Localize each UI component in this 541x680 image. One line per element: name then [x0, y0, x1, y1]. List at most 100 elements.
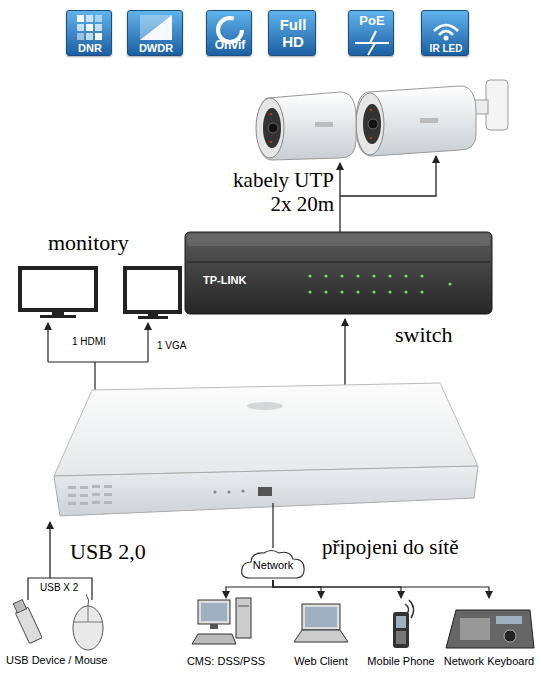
poe-bolt [368, 31, 376, 55]
vent [104, 493, 112, 496]
keyboard-joystick [504, 630, 516, 642]
laptop-base [294, 630, 348, 642]
network-cloud: Network [240, 548, 306, 580]
usb-cable [49, 522, 50, 578]
grid-cell [77, 33, 84, 40]
network-connector [273, 580, 401, 598]
ir-wave [439, 31, 453, 35]
grid-cell [86, 33, 93, 40]
keyboard-keys [460, 618, 490, 640]
device-node: Web Client [288, 598, 354, 672]
ir-dot [444, 36, 449, 41]
vent [68, 502, 76, 505]
camera-hood [256, 98, 284, 158]
feature-icon: Onvif [206, 10, 252, 56]
ir-led [370, 109, 373, 112]
feature-icon: DNR [66, 10, 112, 56]
device-node: CMS: DSS/PSS [186, 598, 266, 672]
switch-body [185, 232, 492, 314]
node-text: Network Keyboard [440, 655, 538, 668]
grid-cell [86, 24, 93, 31]
lan-cable [272, 503, 273, 548]
video-cable [48, 361, 148, 362]
nvr-usb-port [258, 487, 272, 496]
camera-mount-plate [486, 80, 508, 130]
node-text: CMS: DSS/PSS [186, 655, 266, 668]
text-label: kabely UTP 2x 20m [212, 168, 334, 216]
mouse-body [73, 606, 103, 650]
nvr-led [241, 489, 244, 492]
signal-wave [409, 600, 414, 618]
grid-cell [95, 33, 102, 40]
text-label: USB X 2 [40, 582, 90, 594]
laptop-lid [302, 604, 340, 630]
keyboard-body [446, 610, 534, 648]
camera-body [356, 86, 476, 156]
ir-led [270, 113, 273, 116]
camera-logo [315, 122, 333, 127]
led [388, 290, 391, 293]
feature-icon: PoE [348, 10, 394, 56]
network-switch [185, 232, 492, 314]
usb-stick-plug [13, 600, 26, 613]
grid-cell [95, 24, 102, 31]
usb-bracket [28, 578, 92, 600]
monitor-screen [125, 268, 180, 312]
pc-keyboard [192, 634, 236, 644]
keyboard-display [496, 616, 522, 624]
device-node: Network Keyboard [440, 598, 538, 672]
text-label: 1 HDMI [72, 336, 132, 348]
node-text: TP-LINK [203, 274, 273, 287]
vent [80, 494, 88, 497]
bullet-camera [356, 80, 508, 156]
bullet-camera [256, 92, 356, 160]
led [308, 290, 311, 293]
feature-icon: DWDR [127, 10, 183, 56]
node-text: Web Client [288, 655, 354, 668]
utp-cable [339, 163, 340, 232]
mouse-cable [86, 594, 89, 606]
phone-screen [396, 616, 406, 628]
usb-stick [11, 599, 42, 644]
laptop-screen [305, 607, 337, 627]
mouse [73, 594, 103, 650]
nvr-top [54, 383, 478, 476]
lan-cable [344, 319, 345, 392]
node-text: DNR [67, 42, 113, 55]
pc-tower [236, 598, 251, 638]
switch-leds [308, 274, 451, 293]
node-text: IR LED [422, 43, 470, 55]
vent [80, 502, 88, 505]
led [404, 274, 407, 277]
led [372, 290, 375, 293]
video-cable [147, 323, 148, 362]
node-caption: switch [395, 322, 485, 347]
text-label: monitory [48, 230, 168, 255]
video-cable [47, 323, 48, 362]
nvr-logo [247, 402, 283, 410]
grid-cell [95, 15, 102, 22]
text-label: USB Device / Mouse [6, 654, 136, 667]
nvr-led [213, 490, 216, 493]
monitor-base [138, 316, 168, 319]
node-text: Full HD [271, 17, 315, 50]
led [388, 274, 391, 277]
mouse-button-line [88, 606, 89, 622]
pc-stand [210, 624, 218, 629]
monitor [125, 268, 180, 319]
dwdr-shape [140, 15, 172, 40]
pc-monitor [198, 600, 230, 624]
nvr-vents [68, 485, 112, 505]
vent [80, 486, 88, 489]
led [356, 290, 359, 293]
grid-cell [77, 15, 84, 22]
switch-panel-line [187, 262, 490, 263]
utp-cable [340, 156, 436, 196]
monitor [20, 268, 96, 318]
led [324, 274, 327, 277]
camera-ir-ring [363, 104, 381, 144]
device-node: Mobile Phone [365, 598, 437, 672]
node-text: Mobile Phone [365, 655, 437, 668]
node-text: DWDR [128, 42, 184, 55]
